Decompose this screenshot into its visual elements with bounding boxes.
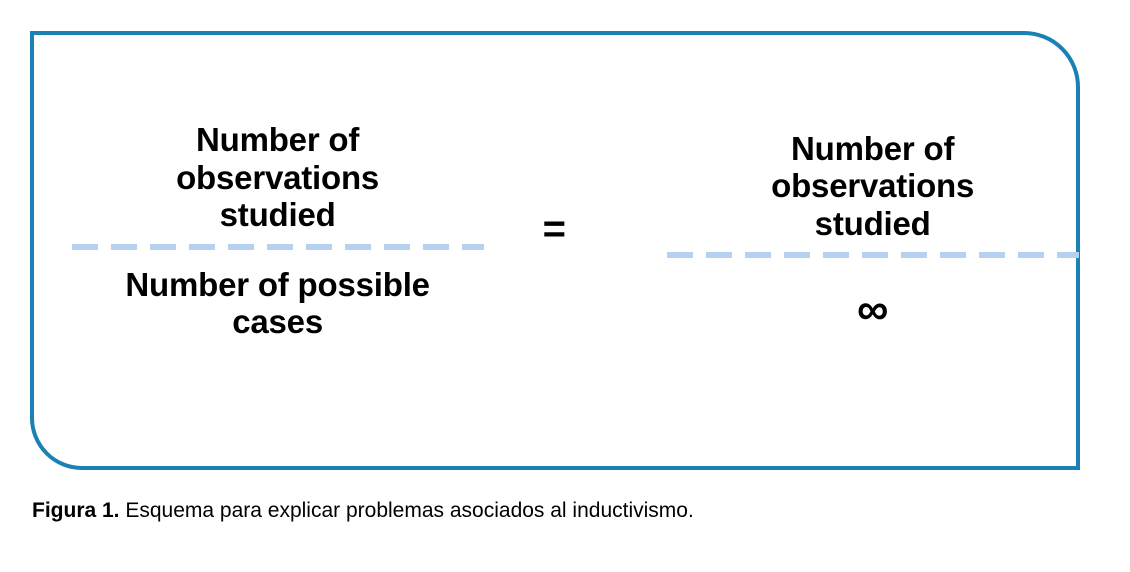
left-fraction-dashed-bar — [71, 243, 484, 250]
left-fraction-numerator: Number of observations studied — [176, 121, 379, 244]
right-numerator-line-3: studied — [814, 204, 931, 242]
left-numerator-line-2: observations — [176, 158, 380, 196]
equals-sign: = — [542, 207, 566, 251]
left-numerator-line-1: Number of — [195, 120, 360, 158]
right-numerator-line-2: observations — [771, 167, 975, 205]
left-fraction: Number of observations studied Number of… — [52, 121, 503, 341]
infinity-symbol: ∞ — [857, 285, 889, 335]
equation-container: Number of observations studied Number of… — [30, 31, 1080, 431]
right-fraction-dashed-bar — [666, 252, 1079, 259]
caption-text: Esquema para explicar problemas asociado… — [119, 499, 694, 522]
right-numerator-line-1: Number of — [791, 129, 955, 167]
right-fraction: Number of observations studied ∞ — [665, 130, 1080, 333]
left-denominator-line-1: Number of possible — [125, 265, 430, 303]
caption-label: Figura 1. — [32, 499, 120, 522]
left-denominator-line-2: cases — [232, 303, 323, 341]
figure-border-frame — [30, 31, 1080, 470]
left-numerator-line-3: studied — [219, 196, 336, 234]
figure-caption: Figura 1. Esquema para explicar problema… — [32, 498, 1092, 524]
right-fraction-numerator: Number of observations studied — [771, 130, 974, 253]
left-fraction-denominator: Number of possible cases — [125, 250, 430, 341]
